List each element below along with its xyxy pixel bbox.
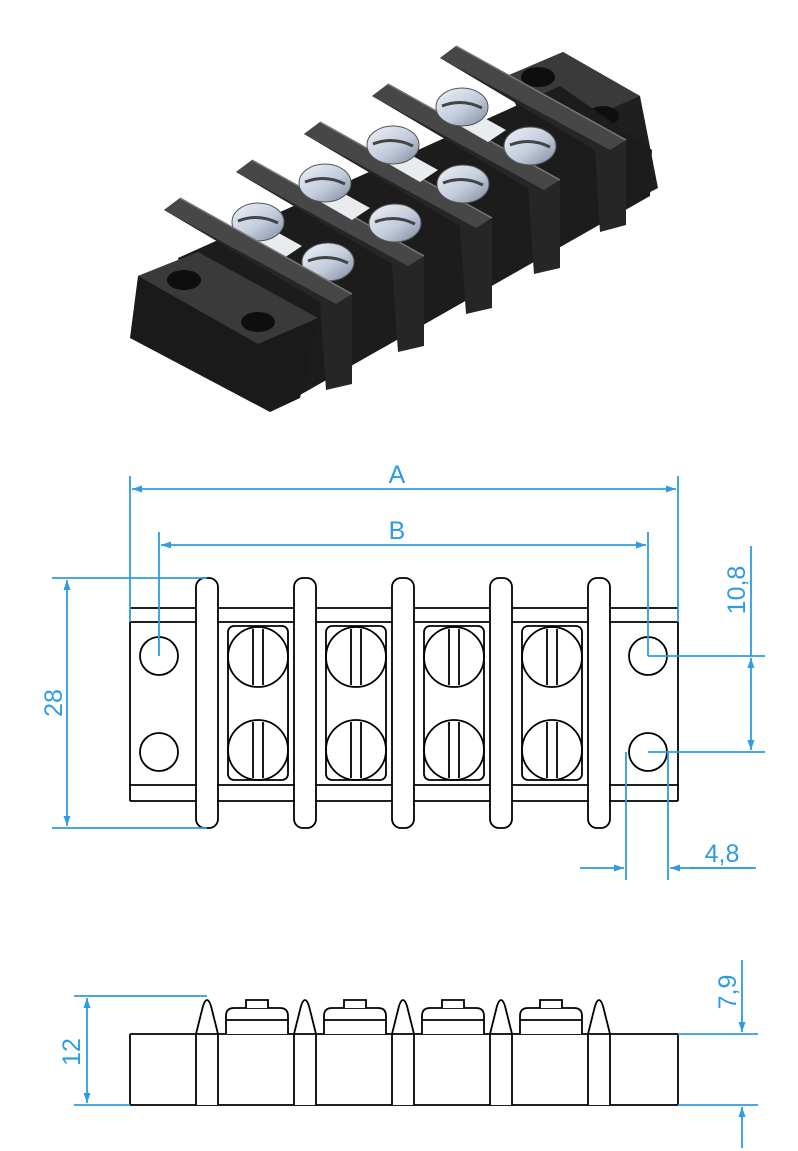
top-view bbox=[129, 577, 679, 829]
iso-barrier-1 bbox=[164, 197, 353, 390]
dim-label-a: A bbox=[389, 461, 406, 489]
side-view bbox=[129, 999, 679, 1106]
iso-barrier-5 bbox=[440, 45, 627, 232]
iso-screw-2a bbox=[298, 163, 352, 203]
iso-left-hole-1 bbox=[167, 270, 201, 290]
top-barriers bbox=[195, 577, 611, 829]
isometric-view bbox=[130, 45, 658, 412]
dim-label-b: B bbox=[389, 517, 406, 545]
dim-label-4-8: 4,8 bbox=[705, 840, 740, 868]
top-terminals bbox=[227, 625, 583, 781]
dim-label-10-8: 10,8 bbox=[723, 566, 751, 615]
iso-screw-2b bbox=[368, 203, 422, 243]
iso-right-hole-1 bbox=[521, 67, 555, 87]
side-screws bbox=[225, 999, 583, 1034]
side-barriers bbox=[195, 999, 611, 1105]
side-view-dimensions bbox=[74, 960, 758, 1148]
iso-screw-4b bbox=[503, 126, 557, 166]
iso-left-hole-2 bbox=[241, 312, 275, 332]
iso-screws bbox=[231, 87, 557, 282]
top-mount-hole-lb bbox=[139, 732, 179, 772]
dim-label-28: 28 bbox=[40, 689, 68, 717]
top-view-dimensions bbox=[52, 476, 765, 880]
iso-screw-4a bbox=[435, 87, 489, 127]
dim-label-7-9: 7,9 bbox=[714, 975, 742, 1010]
dim-label-12: 12 bbox=[58, 1038, 86, 1066]
iso-screw-3a bbox=[366, 125, 420, 165]
iso-screw-3b bbox=[436, 164, 490, 204]
